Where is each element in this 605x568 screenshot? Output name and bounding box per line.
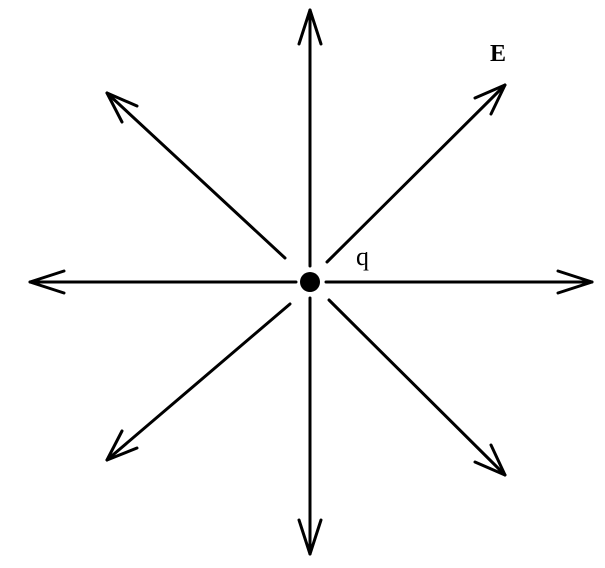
field-arrow-down-right <box>327 298 507 477</box>
field-arrow-down <box>297 296 323 556</box>
charge-label-q: q <box>356 242 369 271</box>
field-arrow-left <box>28 269 298 295</box>
point-charge <box>300 272 320 292</box>
field-arrow-up-left <box>105 91 287 260</box>
field-label-e: E <box>490 41 507 67</box>
field-arrow-right <box>324 269 594 295</box>
field-arrow-up <box>297 8 323 268</box>
field-arrow-up-right <box>325 83 507 264</box>
field-arrow-down-left <box>105 302 292 462</box>
